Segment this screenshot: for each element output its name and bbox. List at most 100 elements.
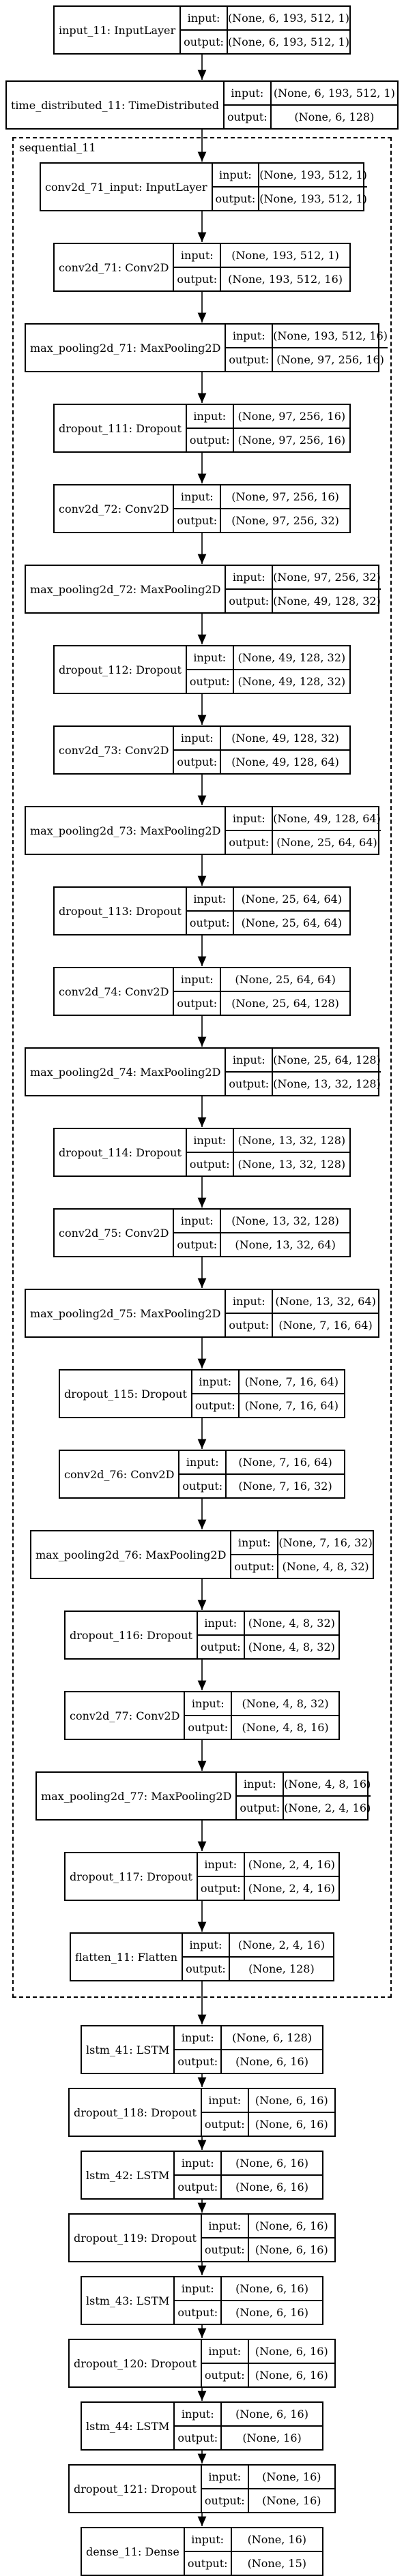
input-label: input: [174, 1210, 220, 1233]
input-shape: (None, 97, 256, 16) [221, 485, 349, 509]
layer-name: lstm_41: LSTM [82, 2026, 175, 2073]
output-shape: (None, 97, 256, 32) [231, 514, 339, 527]
input-shape: (None, 7, 16, 64) [239, 1371, 344, 1394]
output-shape: (None, 6, 16) [255, 2118, 328, 2131]
input-label: input: [174, 727, 220, 751]
io-shapes: (None, 6, 16)(None, 6, 16) [248, 2089, 334, 2136]
layer-name: input_11: InputLayer [55, 7, 182, 53]
io-shapes: (None, 4, 8, 32)(None, 4, 8, 32) [244, 1612, 338, 1658]
input-shape: (None, 13, 32, 128) [233, 1129, 349, 1153]
output-label: output: [240, 1801, 280, 1814]
output-label: output: [227, 110, 268, 123]
output-label: output: [204, 2369, 245, 2382]
io-labels: input:output: [174, 968, 222, 1015]
input-label: input: [186, 1129, 233, 1153]
io-shapes: (None, 193, 512, 16)(None, 97, 256, 16) [273, 325, 388, 371]
input-shape: (None, 16) [248, 2466, 334, 2489]
io-shapes: (None, 7, 16, 32) (None, 4, 8, 32) [278, 1531, 373, 1578]
io-shapes: (None, 25, 64, 64)(None, 25, 64, 64) [233, 888, 349, 934]
input-label: input: [201, 2089, 248, 2113]
io-labels: input: output: [175, 2152, 222, 2198]
input-label: input: [175, 2277, 221, 2301]
io-shapes: (None, 6, 16)(None, 16) [222, 2403, 322, 2449]
input-shape: (None, 2, 4, 16) [244, 1853, 338, 1877]
output-shape: (None, 128) [248, 1962, 315, 1975]
io-labels: input:output: [183, 1934, 230, 1980]
input-label: input: [179, 1451, 226, 1475]
layer-name: conv2d_75: Conv2D [55, 1210, 175, 1256]
output-label: output: [188, 1721, 229, 1734]
output-shape: (None, 49, 128, 32) [237, 675, 346, 688]
input-label: input: [175, 2152, 221, 2176]
layer-name: conv2d_72: Conv2D [55, 485, 175, 532]
io-shapes: (None, 7, 16, 64)(None, 7, 16, 64) [239, 1371, 344, 1417]
layer-name: dropout_121: Dropout [70, 2466, 202, 2512]
input-label: input: [186, 405, 233, 429]
layer-name: flatten_11: Flatten [71, 1934, 184, 1980]
io-labels: input:output: [201, 2215, 249, 2261]
input-label: input: [197, 1853, 244, 1877]
input-shape: (None, 6, 16) [248, 2215, 334, 2238]
layer-name: dropout_111: Dropout [55, 405, 187, 451]
io-shapes: (None, 6, 193, 512, 1)(None, 6, 193, 512… [227, 7, 349, 53]
layer-name: dropout_115: Dropout [60, 1371, 192, 1417]
output-label: output: [229, 836, 270, 849]
output-label: output: [204, 2118, 245, 2131]
input-shape: (None, 7, 16, 32) [278, 1531, 373, 1555]
input-label: input: [212, 164, 259, 188]
layer-name: conv2d_71: Conv2D [55, 244, 175, 290]
input-label: input: [175, 2403, 221, 2427]
output-label: output: [177, 2181, 218, 2193]
input-shape: (None, 2, 4, 16) [229, 1934, 333, 1958]
output-shape: (None, 4, 8, 16) [242, 1721, 329, 1734]
io-labels: input:output: [174, 727, 222, 773]
input-label: input: [197, 1612, 244, 1636]
output-label: output: [186, 1962, 226, 1975]
input-label: input: [186, 888, 233, 912]
io-labels: input:output: [226, 566, 274, 612]
io-shapes: (None, 6, 16)(None, 6, 16) [222, 2277, 322, 2324]
io-shapes: (None, 13, 32, 64)(None, 7, 16, 64) [273, 1290, 378, 1336]
output-label: output: [200, 1641, 241, 1653]
io-labels: input:output: [224, 82, 272, 128]
input-label: input: [185, 1692, 231, 1716]
io-shapes: (None, 6, 16)(None, 6, 16) [248, 2340, 334, 2386]
input-label: input: [231, 1531, 278, 1555]
input-label: input: [201, 2340, 248, 2364]
input-shape: (None, 6, 193, 512, 1) [271, 82, 397, 106]
layer-name: conv2d_73: Conv2D [55, 727, 175, 773]
output-shape: (None, 2, 4, 16) [248, 1882, 335, 1895]
io-shapes: (None, 25, 64, 128)(None, 13, 32, 128) [273, 1049, 381, 1095]
output-shape: (None, 25, 64, 64) [276, 836, 377, 849]
input-label: input: [184, 2528, 231, 2552]
io-labels: input:output: [174, 485, 222, 532]
output-shape: (None, 4, 8, 32) [282, 1560, 369, 1573]
io-shapes: (None, 49, 128, 32)(None, 49, 128, 64) [221, 727, 349, 773]
layer-name: max_pooling2d_73: MaxPooling2D [26, 807, 227, 854]
io-shapes: (None, 13, 32, 128)(None, 13, 32, 64) [221, 1210, 349, 1256]
output-shape: (None, 6, 16) [235, 2055, 308, 2068]
input-shape: (None, 13, 32, 64) [273, 1290, 378, 1314]
layer-name: dense_11: Dense [82, 2528, 185, 2575]
io-shapes: (None, 97, 256, 32)(None, 49, 128, 32) [273, 566, 381, 612]
layer-name: dropout_117: Dropout [66, 1853, 198, 1900]
